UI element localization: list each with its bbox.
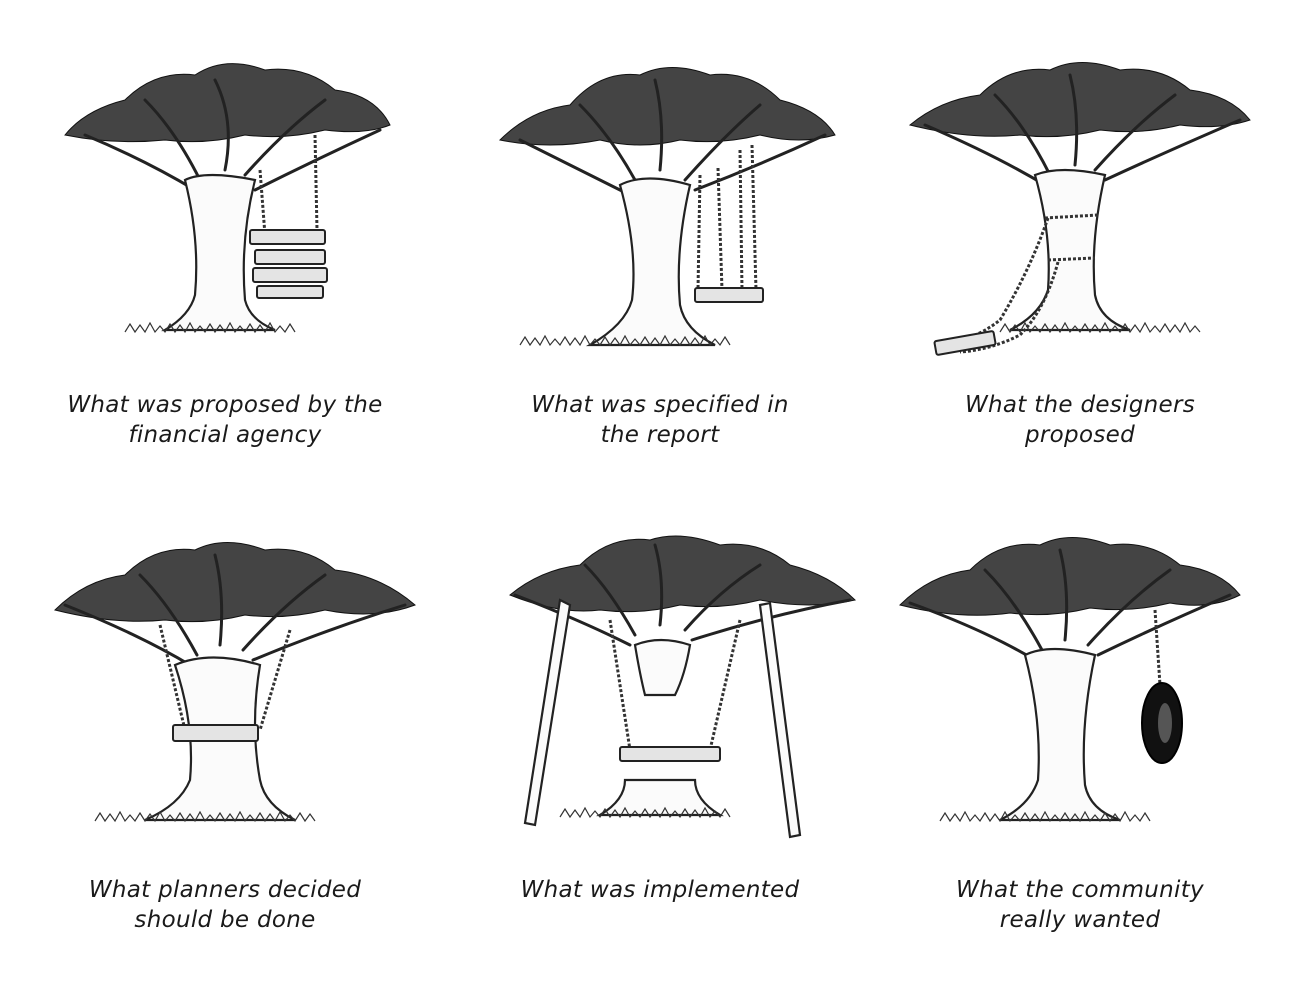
caption-line-2: proposed [1025,422,1135,448]
tree-branches [83,78,382,192]
tree-canopy [498,67,836,146]
swing-tied-to-trunk [933,213,1099,356]
panel-caption: What the designers proposed [880,390,1280,450]
caption-line-2: financial agency [128,422,322,448]
tree-branches [513,543,852,647]
ground-grass [559,806,731,819]
panel-caption: What the community really wanted [880,875,1280,935]
caption-line-2: should be done [134,907,316,933]
tree-swing-illustration [498,67,836,347]
tree-swing-illustration [64,63,391,334]
tire-swing [1141,609,1183,764]
ground-grass [124,321,296,334]
caption-line-1: What was specified in [531,392,789,418]
tree-trunk [999,647,1121,822]
tree-branches [518,78,827,197]
caption-line-2: really wanted [999,907,1161,933]
ground-grass [999,321,1201,334]
panel-caption: What was specified in the report [460,390,860,450]
tree-swing-illustration [509,535,856,839]
tree-branches [923,73,1242,187]
ground-grass [939,810,1151,823]
panel-financial-agency: What was proposed by the financial agenc… [25,40,425,500]
panel-planners: What planners decided should be done [25,525,425,985]
caption-line-1: What was implemented [520,877,800,903]
tree-branches [63,553,407,667]
tree-canopy [64,63,391,143]
ground-grass [94,810,316,823]
tree-swing-illustration [908,62,1251,356]
panel-caption: What planners decided should be done [25,875,425,935]
rope-swing [694,144,764,303]
panel-report: What was specified in the report [460,40,860,500]
caption-line-2: the report [600,422,720,448]
tree-canopy [509,535,856,613]
panel-community: What the community really wanted [880,525,1280,985]
panel-caption: What was implemented [460,875,860,905]
tree-canopy [54,542,416,623]
tree-canopy [908,62,1251,138]
tree-swing-illustration [899,537,1241,823]
tree-branches [908,548,1232,662]
caption-line-1: What was proposed by the [67,392,383,418]
rope-swing [608,619,742,762]
tree-trunk-cut [633,638,692,697]
caption-line-1: What planners decided [88,877,362,903]
caption-line-1: What the designers [964,392,1196,418]
swing-around-trunk [158,624,292,742]
tree-canopy [899,537,1241,616]
tree-trunk [1009,168,1131,332]
tree-trunk [161,173,276,332]
multi-seat-swing [249,134,328,299]
support-poles [523,598,802,839]
panel-designers: What the designers proposed [880,40,1280,500]
ground-grass [519,334,731,347]
caption-line-1: What the community [956,877,1204,903]
tree-stump [596,778,724,817]
panel-caption: What was proposed by the financial agenc… [25,390,425,450]
tree-trunk [585,177,716,347]
tree-swing-illustration [54,542,416,823]
panel-implemented: What was implemented [460,525,860,985]
